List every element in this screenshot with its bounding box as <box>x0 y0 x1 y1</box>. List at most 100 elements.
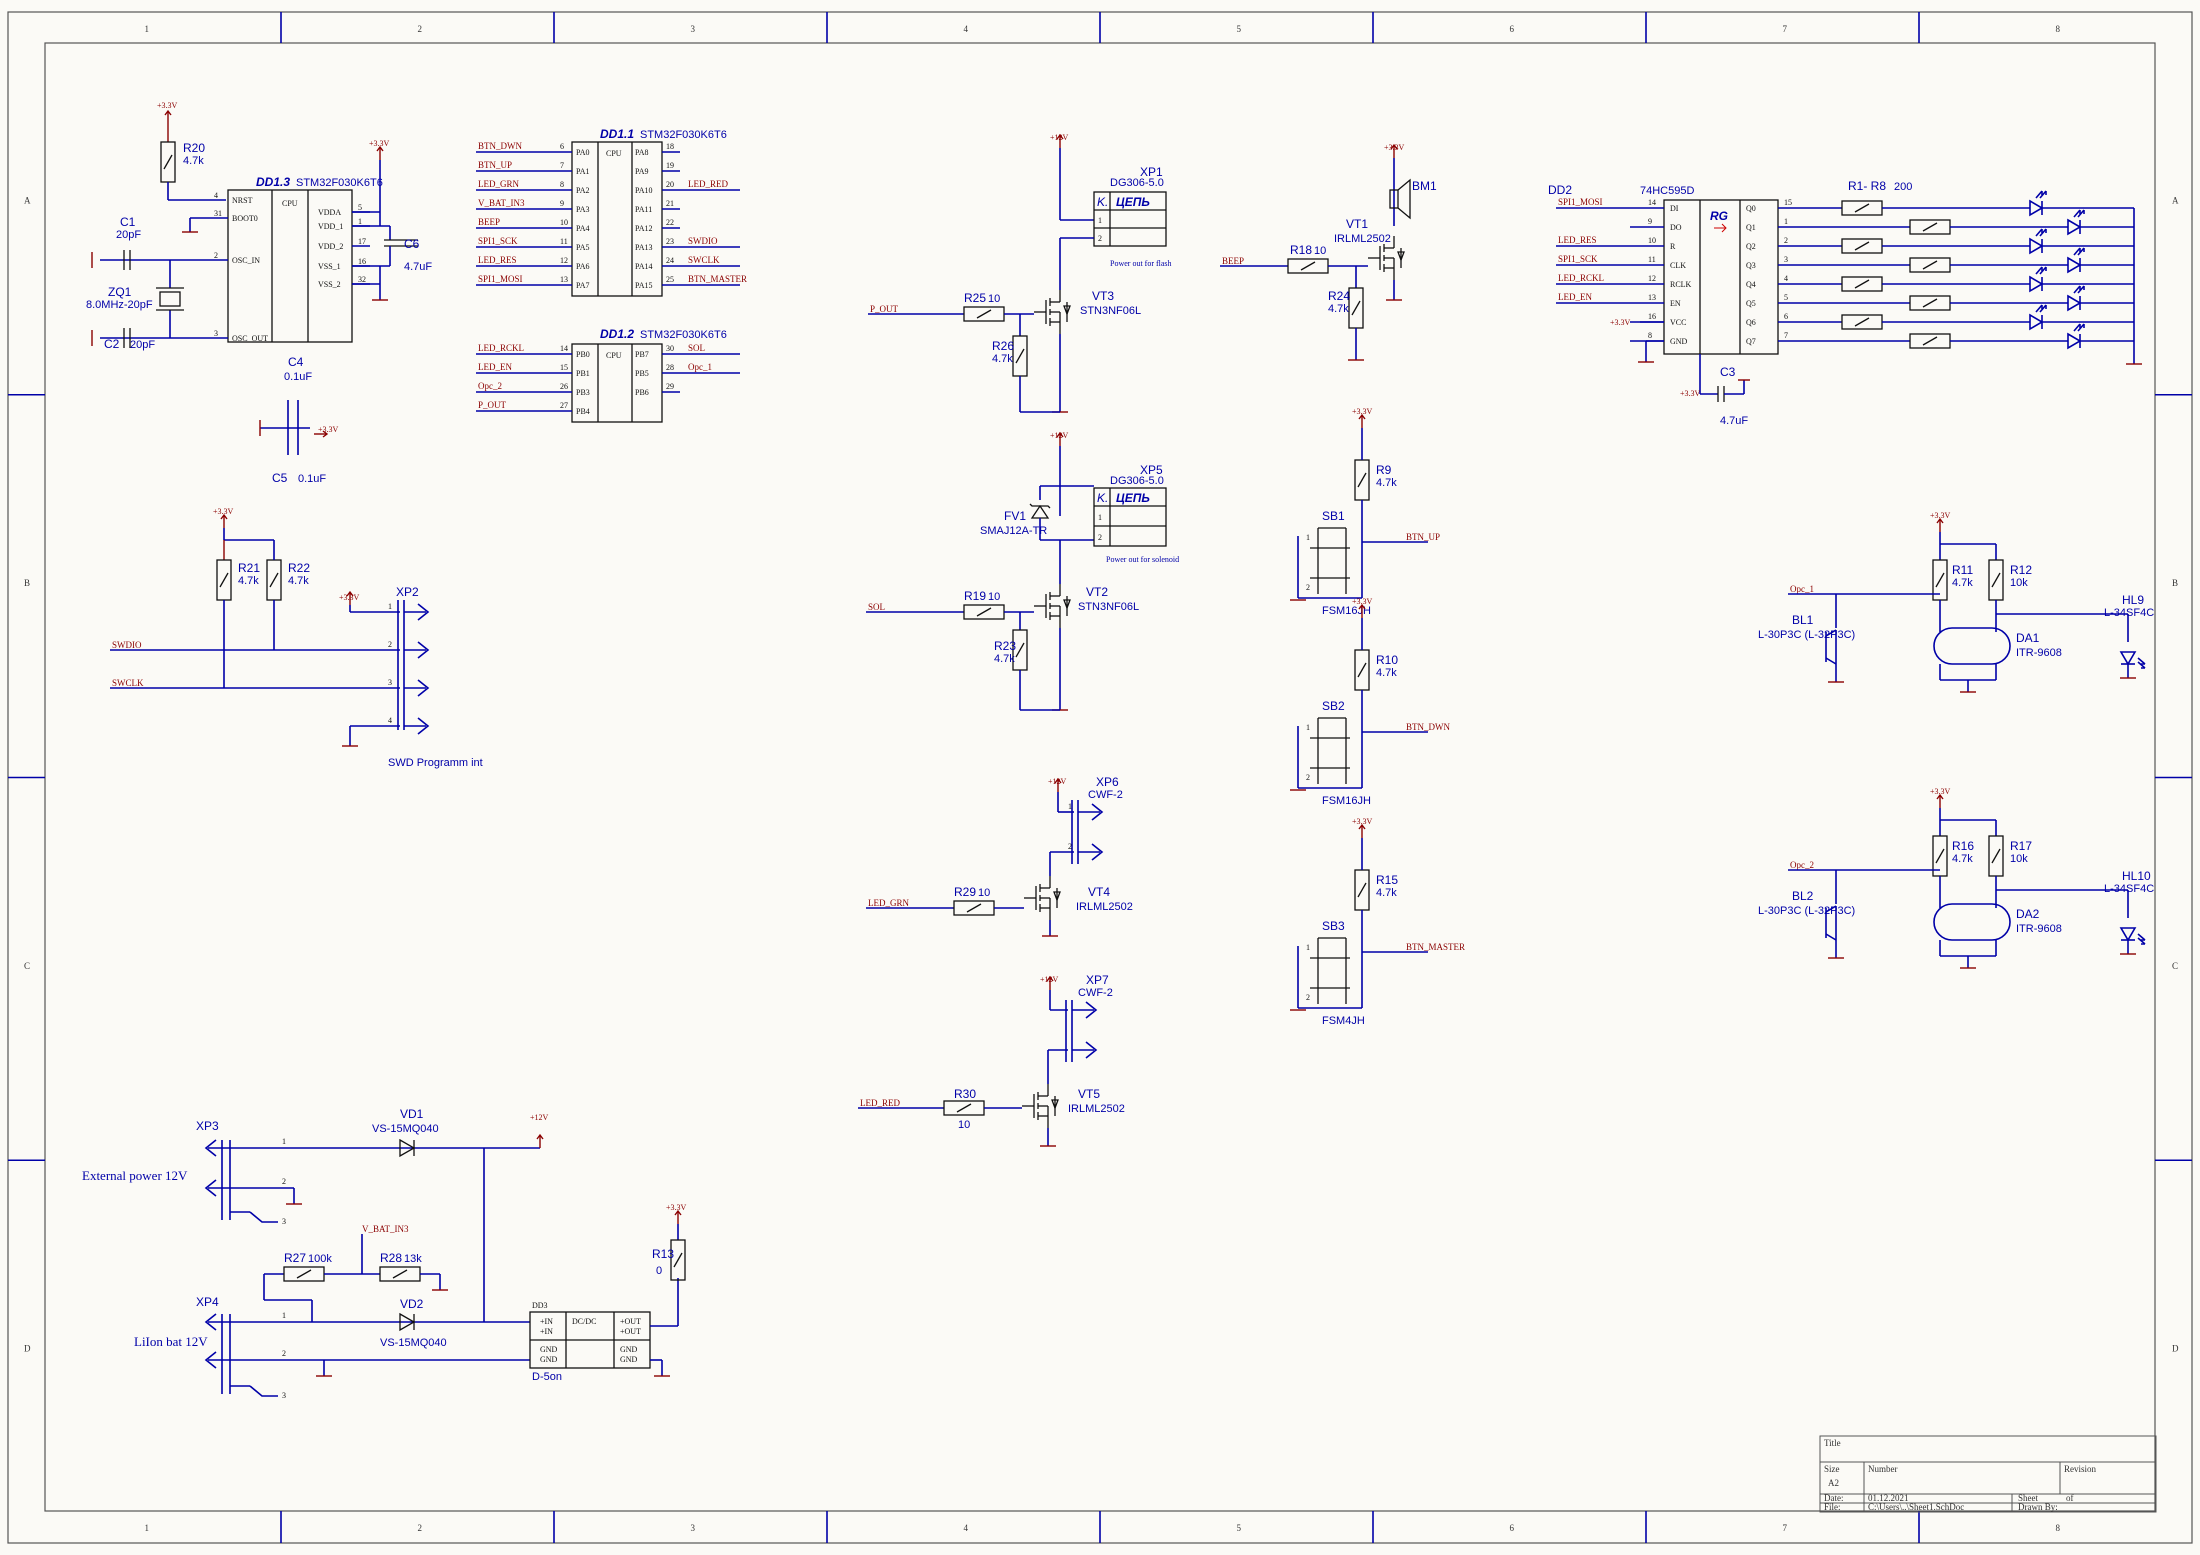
net-label: LED_RCKL <box>478 343 524 353</box>
pwr-label: +3.3V <box>1680 389 1701 398</box>
frame-col-label: 6 <box>1510 1523 1515 1533</box>
swd-connector-block: +3.3V R21 4.7k R22 4.7k SWDIO SWCLK +3.3… <box>110 507 483 769</box>
r20-pullup: +3.3V R20 4.7k <box>157 101 226 201</box>
pwr-label: +12V <box>1050 133 1069 142</box>
frame-row-label: A <box>2172 195 2179 205</box>
pin-number: 19 <box>666 161 674 170</box>
pin-number: 22 <box>666 218 674 227</box>
r26-ref: R26 <box>992 339 1014 353</box>
vt1-part: IRLML2502 <box>1334 233 1391 245</box>
pin-name: VDDA <box>318 208 341 217</box>
pin-name: DO <box>1670 223 1682 232</box>
c6-val: 4.7uF <box>404 261 432 273</box>
pin-number: 3 <box>214 329 218 338</box>
pin-number: 32 <box>358 275 366 284</box>
vt3-ref: VT3 <box>1092 289 1114 303</box>
xp6-ref: XP6 <box>1096 775 1119 789</box>
pin-name: PB1 <box>576 369 590 378</box>
power-input-block: XP3 External power 12V 123 VD1 VS-15MQ04… <box>82 1107 687 1400</box>
net-label: SOL <box>688 343 705 353</box>
pin-name: PA4 <box>576 224 590 233</box>
svg-text:2: 2 <box>282 1177 286 1186</box>
bl-part: L-30P3C (L-32P3C) <box>1758 905 1855 917</box>
pin-number: 31 <box>214 209 222 218</box>
pin-number: 2 <box>1306 773 1310 782</box>
pwr-label: +12V <box>1040 975 1059 984</box>
pin-number: 25 <box>666 275 674 284</box>
c2-ref: C2 <box>104 337 120 351</box>
pin-number: 30 <box>666 344 674 353</box>
tb-revision-label: Revision <box>2064 1464 2097 1474</box>
buttons-block: +3.3VR94.7kBTN_UP12SB1FSM16JH+3.3VR104.7… <box>1289 407 1465 1027</box>
fv1-ref: FV1 <box>1004 509 1026 523</box>
pwr-label: +12V <box>530 1113 549 1122</box>
net-beep: BEEP <box>1222 256 1244 266</box>
frame-col-label: 8 <box>2056 24 2061 34</box>
bl-ref: BL1 <box>1792 613 1814 627</box>
dd3-g2: GND <box>540 1355 558 1364</box>
pin-name: PA3 <box>576 205 590 214</box>
r20-val: 4.7k <box>183 155 204 167</box>
r19-val: 10 <box>988 591 1000 603</box>
dd2-ref: DD2 <box>1548 183 1572 197</box>
pin-number: 15 <box>1784 198 1792 207</box>
pin-name: EN <box>1670 299 1681 308</box>
net-vbat: V_BAT_IN3 <box>362 1224 409 1234</box>
dd3-in1: +IN <box>540 1317 553 1326</box>
net-label: LED_RCKL <box>1558 273 1604 283</box>
pin-number: 4 <box>1784 274 1788 283</box>
net-label: SPI1_SCK <box>478 236 518 246</box>
frame-col-label: 8 <box>2056 1523 2061 1533</box>
dd13-ref: DD1.3 <box>256 175 290 189</box>
dd3-out1: +OUT <box>620 1317 641 1326</box>
red-led-driver-block: +12V XP7 CWF-2 VT5 IRLML2502 LED_RED R30… <box>858 973 1125 1147</box>
sb3-r-ref: R15 <box>1376 873 1398 887</box>
opc-net: Opc_1 <box>1790 584 1814 594</box>
pin-name: PB3 <box>576 388 590 397</box>
frame-row-label: C <box>2172 961 2178 971</box>
da-ref: DA1 <box>2016 631 2040 645</box>
xp5-hdr-k: K. <box>1097 491 1108 505</box>
pin-name: CLK <box>1670 261 1686 270</box>
r22-val: 4.7k <box>288 575 309 587</box>
pin-number: 4 <box>214 191 218 200</box>
pin-number: 10 <box>1648 236 1656 245</box>
net-label: SPI1_MOSI <box>1558 197 1603 207</box>
pin-number: 1 <box>1784 217 1788 226</box>
pwr-label: +3.3V <box>1352 597 1373 606</box>
zq1-val: 8.0MHz-20pF <box>86 299 153 311</box>
xp5-ref: XP5 <box>1140 463 1163 477</box>
svg-text:1: 1 <box>282 1311 286 1320</box>
pin-name: PA2 <box>576 186 590 195</box>
vd2-ref: VD2 <box>400 1297 424 1311</box>
pin-name: PB6 <box>635 388 649 397</box>
pin-name: PB7 <box>635 350 649 359</box>
pin-number: 24 <box>666 256 674 265</box>
sb3-ref: SB3 <box>1322 919 1345 933</box>
pin-name: Q3 <box>1746 261 1756 270</box>
xp2-ref: XP2 <box>396 585 419 599</box>
pin-number: 14 <box>1648 198 1656 207</box>
dd12-part: STM32F030K6T6 <box>640 329 727 341</box>
pin-number: 13 <box>560 275 568 284</box>
opc-net: Opc_2 <box>1790 860 1814 870</box>
pin-name: PA10 <box>635 186 653 195</box>
dd3-ref: DD3 <box>532 1301 548 1310</box>
pwr-label: +3.3V <box>369 139 390 148</box>
tb-size-label: Size <box>1824 1464 1840 1474</box>
r24-ref: R24 <box>1328 289 1350 303</box>
led-resistor <box>1841 200 1883 216</box>
tb-of-label: of <box>2066 1493 2074 1503</box>
bl-part: L-30P3C (L-32P3C) <box>1758 629 1855 641</box>
pin-number: 16 <box>358 257 366 266</box>
dd13-body <box>227 189 353 343</box>
tb-file: C:\Users\..\Sheet1.SchDoc <box>1868 1502 1964 1512</box>
dd3-part: D-5on <box>532 1371 562 1383</box>
net-label: SWDIO <box>688 236 718 246</box>
pin-name: NRST <box>232 196 253 205</box>
pin-name: VSS_1 <box>318 262 341 271</box>
tb-date: 01.12.2021 <box>1868 1493 1909 1503</box>
dd3-g4: GND <box>620 1355 638 1364</box>
c5-ref: C5 <box>272 471 288 485</box>
